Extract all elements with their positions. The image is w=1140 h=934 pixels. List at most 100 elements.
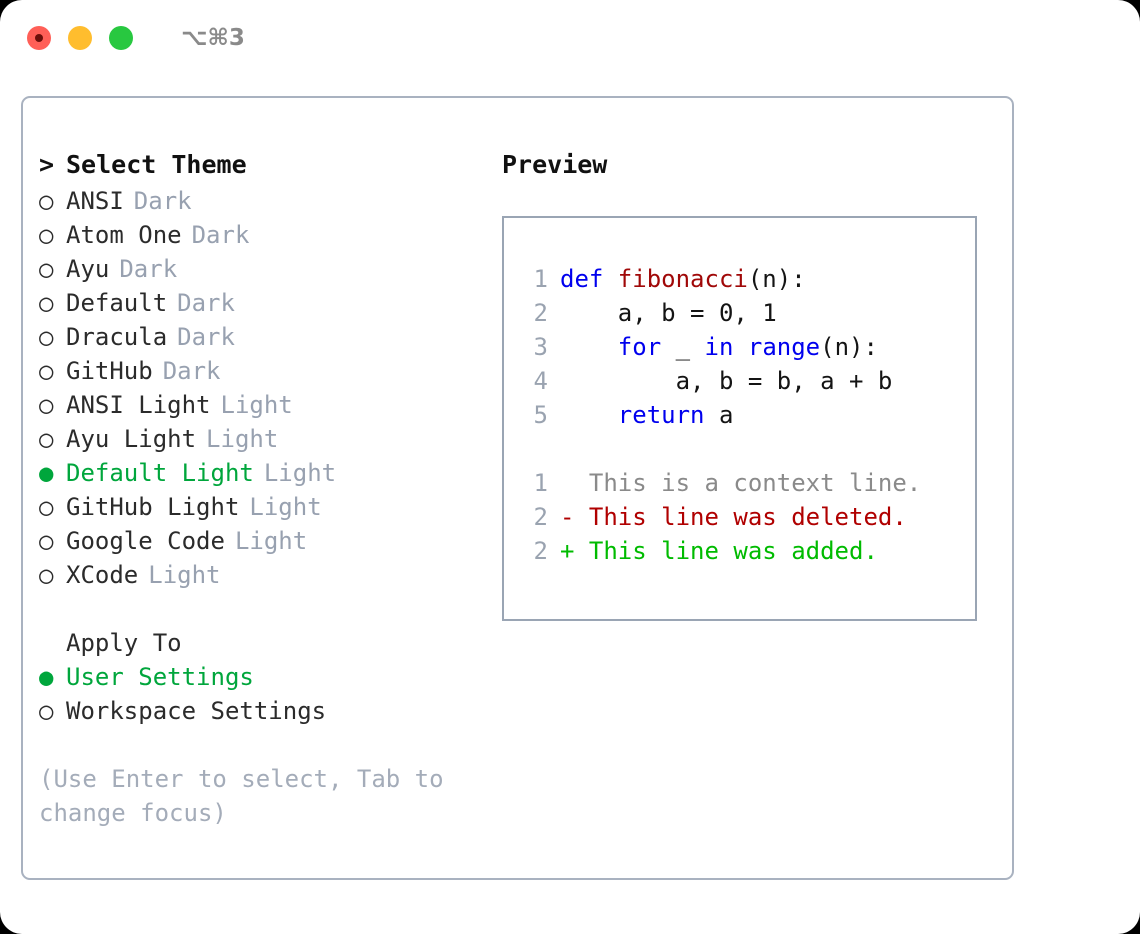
- close-active-dot-icon: [35, 34, 43, 42]
- diff-line-added: 2 + This line was added.: [504, 534, 975, 568]
- theme-option-label: ANSI Light: [66, 391, 211, 419]
- theme-option-tag: Dark: [177, 323, 235, 351]
- theme-option-label: GitHub: [66, 357, 153, 385]
- radio-unselected-icon: ○: [39, 255, 54, 283]
- radio-unselected-icon: ○: [39, 357, 54, 385]
- apply-to-title-indent: ○: [39, 626, 66, 660]
- theme-option-tag: Dark: [133, 187, 192, 215]
- line-number: 1: [533, 265, 548, 293]
- apply-to-section-title: ○Apply To: [39, 626, 479, 660]
- diff-line-context: 1 This is a context line.: [504, 466, 975, 500]
- code-token-plain: [733, 330, 747, 364]
- diff-line-deleted: 2- This line was deleted.: [504, 500, 975, 534]
- radio-unselected-icon: ○: [39, 221, 54, 249]
- diff-sign: +: [560, 537, 575, 565]
- code-token-plain: [560, 330, 618, 364]
- radio-unselected-icon: ○: [39, 391, 54, 419]
- code-token-keyword: for: [617, 333, 662, 361]
- code-token-plain: a: [704, 401, 734, 429]
- radio-selected-icon: ●: [39, 663, 54, 691]
- theme-option-tag: Light: [234, 527, 308, 555]
- code-token-plain: (n):: [820, 333, 878, 361]
- apply-to-option-user-settings[interactable]: ● User Settings: [39, 660, 479, 694]
- theme-option-label: GitHub Light: [66, 493, 240, 521]
- radio-unselected-icon: ○: [39, 187, 54, 215]
- theme-option-tag: Light: [263, 459, 337, 487]
- diff-sign: [560, 466, 574, 500]
- apply-to-option-label: Workspace Settings: [66, 697, 327, 725]
- theme-option-tag: Dark: [119, 255, 178, 283]
- keyboard-shortcut-label: ⌥⌘3: [181, 25, 245, 51]
- radio-unselected-icon: ○: [39, 561, 54, 589]
- code-token-plain: _: [661, 333, 705, 361]
- code-token-plain: [560, 398, 618, 432]
- theme-option-tag: Light: [206, 425, 279, 453]
- code-line: 5 return a: [504, 398, 975, 432]
- radio-unselected-icon: ○: [39, 323, 54, 351]
- apply-to-option-workspace-settings[interactable]: ○ Workspace Settings: [39, 694, 479, 728]
- theme-picker-header: > Select Theme: [39, 148, 479, 182]
- theme-option-label: ANSI: [66, 187, 124, 215]
- theme-option-tag: Light: [249, 493, 322, 521]
- line-number: 2: [533, 299, 548, 327]
- line-number: 5: [533, 401, 548, 429]
- line-number: 2: [533, 503, 548, 531]
- code-line: 2 a, b = 0, 1: [504, 296, 975, 330]
- diff-text: This line was added.: [574, 537, 878, 565]
- theme-option-label: Default Light: [66, 459, 254, 487]
- line-number: 4: [533, 367, 548, 395]
- theme-picker-header-label: Select Theme: [66, 150, 247, 179]
- traffic-lights: [27, 26, 133, 50]
- line-number: 2: [533, 537, 548, 565]
- theme-option-tag: Light: [220, 391, 293, 419]
- apply-to-option-label: User Settings: [66, 663, 254, 691]
- diff-text: This is a context line.: [574, 469, 922, 497]
- diff-text: This line was deleted.: [574, 503, 907, 531]
- code-token-keyword: def: [560, 265, 618, 293]
- code-token-plain: (n):: [747, 265, 806, 293]
- diff-sign: -: [560, 503, 575, 531]
- theme-option-label: Default: [66, 289, 168, 317]
- close-button[interactable]: [27, 26, 51, 50]
- theme-option-ansi-dark[interactable]: ○ ANSI Dark: [39, 184, 479, 218]
- theme-option-label: XCode: [66, 561, 139, 589]
- code-token-function: fibonacci: [617, 265, 748, 293]
- theme-option-tag: Dark: [177, 289, 235, 317]
- prompt-caret-icon: >: [39, 150, 55, 179]
- code-token-keyword: in: [704, 333, 734, 361]
- radio-unselected-icon: ○: [39, 493, 54, 521]
- theme-option-tag: Light: [148, 561, 221, 589]
- apply-to-title-label: Apply To: [66, 629, 182, 657]
- maximize-button[interactable]: [109, 26, 133, 50]
- radio-unselected-icon: ○: [39, 697, 54, 725]
- theme-option-dracula-dark[interactable]: ○ Dracula Dark: [39, 320, 479, 354]
- theme-option-ansi-light[interactable]: ○ ANSI Light Light: [39, 388, 479, 422]
- minimize-button[interactable]: [68, 26, 92, 50]
- code-line: 1 def fibonacci(n):: [504, 262, 975, 296]
- theme-option-atom-one-dark[interactable]: ○ Atom One Dark: [39, 218, 479, 252]
- theme-option-label: Atom One: [66, 221, 182, 249]
- theme-option-xcode-light[interactable]: ○ XCode Light: [39, 558, 479, 592]
- theme-option-tag: Dark: [162, 357, 221, 385]
- code-token-builtin: range: [747, 333, 821, 361]
- preview-title: Preview: [502, 150, 608, 179]
- theme-option-tag: Dark: [191, 221, 250, 249]
- title-bar: ⌥⌘3: [0, 0, 1140, 76]
- code-line: 3 for _ in range(n):: [504, 330, 975, 364]
- theme-option-label: Google Code: [66, 527, 225, 555]
- theme-option-github-dark[interactable]: ○ GitHub Dark: [39, 354, 479, 388]
- theme-option-ayu-dark[interactable]: ○ Ayu Dark: [39, 252, 479, 286]
- theme-option-label: Dracula: [66, 323, 168, 351]
- code-token-plain: a, b = 0, 1: [560, 299, 777, 327]
- radio-unselected-icon: ○: [39, 425, 54, 453]
- line-number: 1: [533, 469, 548, 497]
- theme-option-github-light[interactable]: ○ GitHub Light Light: [39, 490, 479, 524]
- theme-option-label: Ayu: [66, 255, 110, 283]
